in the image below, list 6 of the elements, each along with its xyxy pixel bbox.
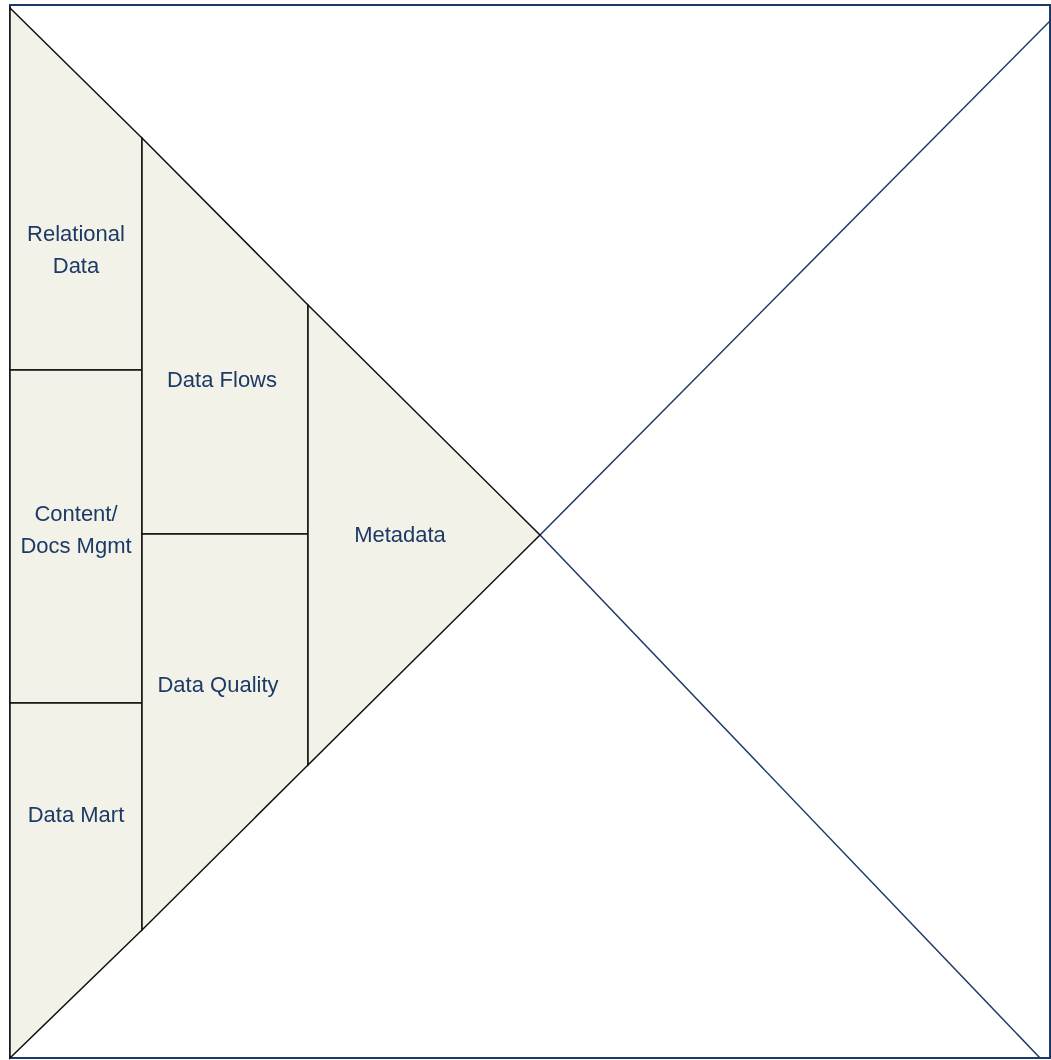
segment-label: Content/ Docs Mgmt [19, 500, 133, 560]
segment-label: Data Mart [27, 801, 125, 829]
segment-label: Metadata [354, 521, 446, 549]
segment-label: Data Quality [157, 671, 279, 699]
segment-label: Data Flows [166, 366, 277, 394]
segment-label: Relational Data [26, 220, 126, 280]
